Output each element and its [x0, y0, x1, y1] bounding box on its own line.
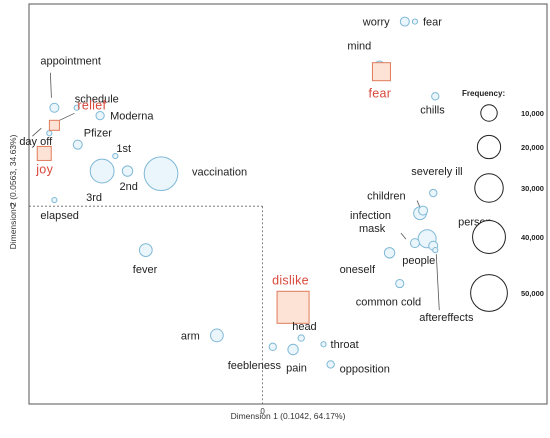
leader-mask: [400, 232, 407, 240]
category-label-joy: joy: [35, 162, 53, 176]
bubble-pfizer: [72, 139, 83, 150]
legend-circle-20000: [476, 134, 502, 160]
bubble-common-cold: [395, 278, 405, 289]
label-mask: mask: [359, 223, 386, 235]
label-aftereffects: aftereffects: [419, 312, 474, 324]
bubble-appointment: [49, 102, 60, 113]
label-elapsed: elapsed: [40, 210, 79, 222]
label-people: people: [402, 255, 435, 267]
label-moderna: Moderna: [110, 111, 154, 123]
label-oneself: oneself: [340, 264, 376, 276]
bubble-opposition: [326, 360, 335, 369]
plot-frame: [28, 3, 548, 405]
label-3rd: 3rd: [86, 192, 102, 204]
bubble-fever: [138, 243, 153, 258]
leader-day-off: [32, 127, 42, 137]
label-children: children: [367, 191, 406, 203]
y-zero-tick-label: 0: [11, 202, 16, 211]
label-fear: fear: [423, 17, 442, 29]
label-1st: 1st: [116, 143, 131, 155]
legend-label-10000: 10,000: [521, 109, 544, 118]
bubble-elapsed: [51, 196, 58, 204]
legend-title: Frequency:: [462, 89, 505, 98]
label-appointment: appointment: [40, 56, 101, 68]
leader-lines: [32, 72, 440, 311]
label-pfizer: Pfizer: [84, 128, 112, 140]
leader-relief: [57, 112, 75, 122]
legend-circle-40000: [472, 220, 506, 254]
bubble-arm: [210, 328, 224, 343]
label-severely-ill: severely ill: [411, 166, 462, 178]
bubble-aftereffects: [432, 247, 439, 254]
bubble-1st: [112, 152, 119, 160]
bubble-moderna: [95, 111, 105, 121]
bubble-day-off: [46, 130, 53, 137]
label-pain: pain: [286, 362, 307, 374]
bubble-2nd: [121, 165, 134, 177]
label-vaccination: vaccination: [192, 167, 247, 179]
label-day-off: day off: [19, 136, 53, 148]
leader-appointment: [49, 72, 52, 98]
category-label-fear: fear: [368, 87, 391, 101]
bubble-pain: [287, 343, 299, 356]
category-label-dislike: dislike: [272, 273, 309, 287]
bubble-fear: [411, 18, 419, 25]
bubble-schedule: [73, 104, 80, 111]
y-axis-label: Dimension 2 (0.0563, 34.63%): [8, 134, 18, 249]
label-feebleness: feebleness: [228, 360, 282, 372]
x-zero-tick-label: 0: [260, 407, 265, 416]
bubble-mask: [409, 238, 420, 249]
frequency-legend: Frequency: 10,000 20,000 30,000 40,000 50,00…: [462, 89, 544, 312]
label-opposition: opposition: [340, 363, 390, 375]
bubble-children: [418, 205, 429, 216]
bubble-throat: [320, 341, 327, 348]
bubble-3rd: [89, 158, 115, 184]
leader-aftereffects: [435, 254, 440, 311]
legend-label-40000: 40,000: [521, 233, 544, 242]
bubble-vaccination: [143, 156, 179, 192]
legend-label-30000: 30,000: [521, 184, 544, 193]
bubble-head: [297, 334, 305, 342]
data-marks: [36, 16, 440, 369]
bubble-severely-ill: [429, 188, 438, 198]
category-square-fear: [371, 62, 391, 82]
label-worry: worry: [362, 17, 390, 29]
legend-circle-50000: [470, 274, 508, 312]
label-infection: infection: [350, 210, 391, 222]
bubble-feebleness: [268, 342, 277, 352]
bubble-worry: [399, 16, 410, 27]
legend-circle-30000: [474, 173, 504, 203]
label-throat: throat: [331, 339, 359, 351]
legend-circle-10000: [480, 104, 498, 122]
legend-label-20000: 20,000: [521, 143, 544, 152]
label-chills: chills: [420, 104, 445, 116]
category-square-relief: [48, 119, 60, 131]
label-head: head: [292, 321, 316, 333]
bubble-chills: [431, 92, 440, 101]
label-2nd: 2nd: [120, 181, 138, 193]
label-schedule: schedule: [75, 94, 119, 106]
label-fever: fever: [133, 264, 158, 276]
label-common-cold: common cold: [356, 297, 421, 309]
point-labels: vaccination3rdpersoninfectionfeverarm2nd…: [19, 17, 491, 376]
category-label-relief: relief: [77, 98, 106, 112]
x-axis-label: Dimension 1 (0.1042, 64.17%): [231, 411, 346, 421]
label-arm: arm: [181, 330, 200, 342]
label-mind: mind: [347, 41, 371, 53]
category-square-joy: [36, 145, 52, 161]
category-square-dislike: [276, 290, 310, 324]
bubble-oneself: [383, 247, 396, 259]
legend-label-50000: 50,000: [521, 289, 544, 298]
